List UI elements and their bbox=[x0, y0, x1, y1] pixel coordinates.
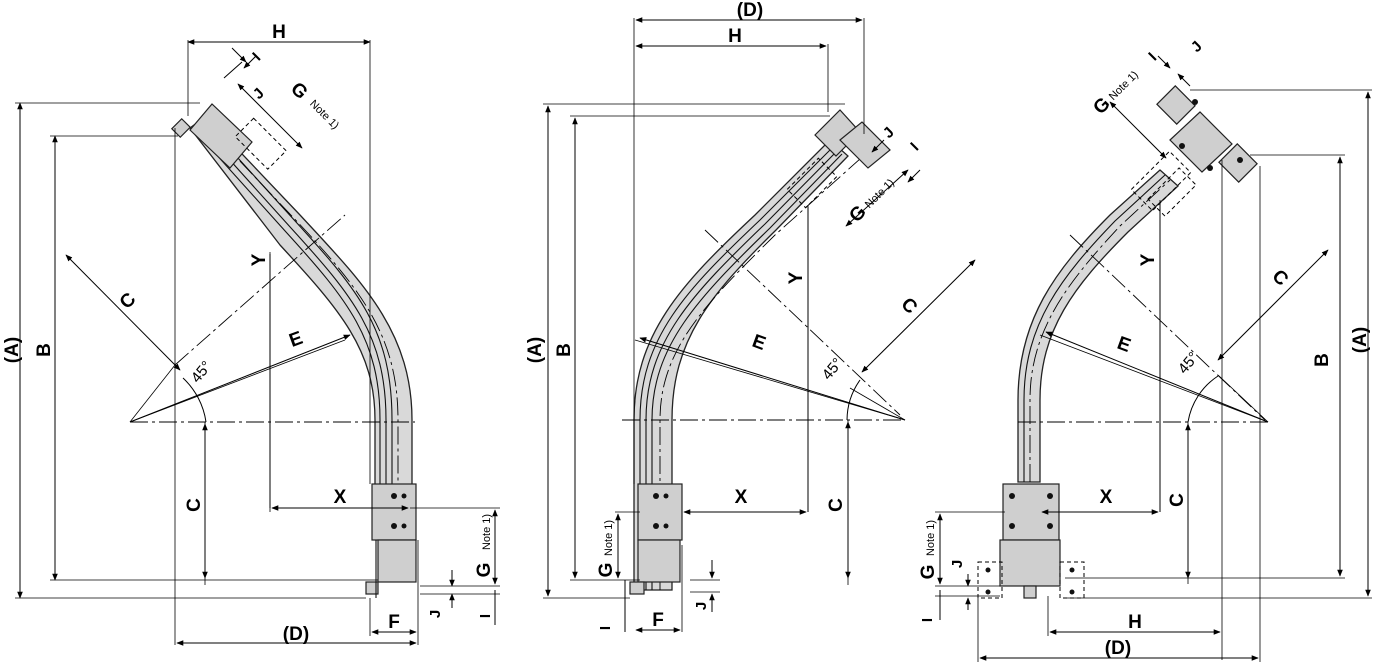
middle-dim-J: J bbox=[693, 602, 710, 610]
right-dim-H: H bbox=[1128, 612, 1142, 633]
right-view: (A) B C C E Y X H (D) G Note 1) J I G No… bbox=[918, 38, 1372, 662]
middle-dim-I-top: I bbox=[907, 139, 922, 154]
middle-dim-Y: Y bbox=[786, 271, 807, 284]
middle-dim-D: (D) bbox=[737, 0, 763, 21]
right-curved-tube bbox=[1017, 169, 1179, 483]
left-dim-J-top: J bbox=[250, 85, 268, 103]
left-dim-J: J bbox=[427, 610, 444, 618]
right-dim-I: I bbox=[919, 618, 936, 622]
right-dim-X: X bbox=[1100, 487, 1113, 508]
middle-note: Note 1) bbox=[603, 520, 615, 556]
left-dim-D: (D) bbox=[283, 624, 309, 645]
right-note: Note 1) bbox=[925, 520, 937, 556]
left-dim-G: G bbox=[474, 563, 495, 578]
left-dim-I-top: I bbox=[249, 49, 264, 64]
right-dim-E: E bbox=[1114, 333, 1133, 357]
middle-dim-B: B bbox=[554, 343, 575, 357]
right-dim-J: J bbox=[949, 560, 966, 568]
middle-dim-H: H bbox=[728, 26, 742, 47]
middle-dim-E: E bbox=[749, 331, 768, 355]
right-dim-C-diag: C bbox=[1268, 266, 1293, 291]
left-curved-tube bbox=[189, 115, 413, 491]
middle-note-top: Note 1) bbox=[863, 177, 897, 211]
middle-bottom-block bbox=[637, 483, 683, 541]
right-angle: 45° bbox=[1175, 349, 1203, 377]
right-dim-J-top: J bbox=[1188, 38, 1206, 56]
left-dim-F: F bbox=[388, 612, 400, 633]
middle-dim-J-top: J bbox=[880, 124, 898, 142]
left-note: Note 1) bbox=[481, 514, 493, 550]
middle-angle: 45° bbox=[819, 355, 847, 383]
left-dim-H: H bbox=[272, 22, 286, 43]
left-dim-I: I bbox=[477, 614, 494, 618]
right-dim-A: (A) bbox=[1350, 327, 1371, 353]
middle-view: (D) H (A) B C C E Y X F G Note 1) I J G … bbox=[525, 0, 976, 633]
left-view: H (A) B C C E Y X (D) F G Note 1) J I I … bbox=[2, 22, 500, 646]
left-bottom-block bbox=[371, 483, 417, 541]
right-dim-C: C bbox=[1167, 493, 1188, 507]
left-dim-A: (A) bbox=[2, 337, 23, 363]
left-note-top: Note 1) bbox=[307, 98, 341, 132]
middle-dim-A: (A) bbox=[525, 337, 546, 363]
middle-dim-G: G bbox=[596, 563, 617, 578]
middle-dim-I: I bbox=[597, 626, 614, 630]
right-note-top: Note 1) bbox=[1107, 69, 1141, 103]
left-dim-E: E bbox=[287, 328, 306, 352]
right-dim-D: (D) bbox=[1105, 638, 1131, 659]
right-top-block bbox=[1169, 111, 1233, 173]
middle-dim-C-diag: C bbox=[897, 294, 922, 319]
middle-dim-X: X bbox=[735, 487, 748, 508]
middle-dim-C: C bbox=[826, 498, 847, 512]
right-dim-B: B bbox=[1312, 353, 1333, 367]
left-dim-B: B bbox=[34, 343, 55, 357]
left-dim-C: C bbox=[184, 498, 205, 512]
left-dim-X: X bbox=[334, 487, 347, 508]
middle-dim-F: F bbox=[652, 610, 664, 631]
left-angle: 45° bbox=[188, 358, 216, 386]
right-dim-I-top: I bbox=[1145, 49, 1160, 64]
left-dim-Y: Y bbox=[249, 253, 270, 266]
right-dim-Y: Y bbox=[1138, 253, 1159, 266]
right-dim-G: G bbox=[918, 565, 939, 580]
left-dim-G-top: G bbox=[286, 78, 311, 103]
